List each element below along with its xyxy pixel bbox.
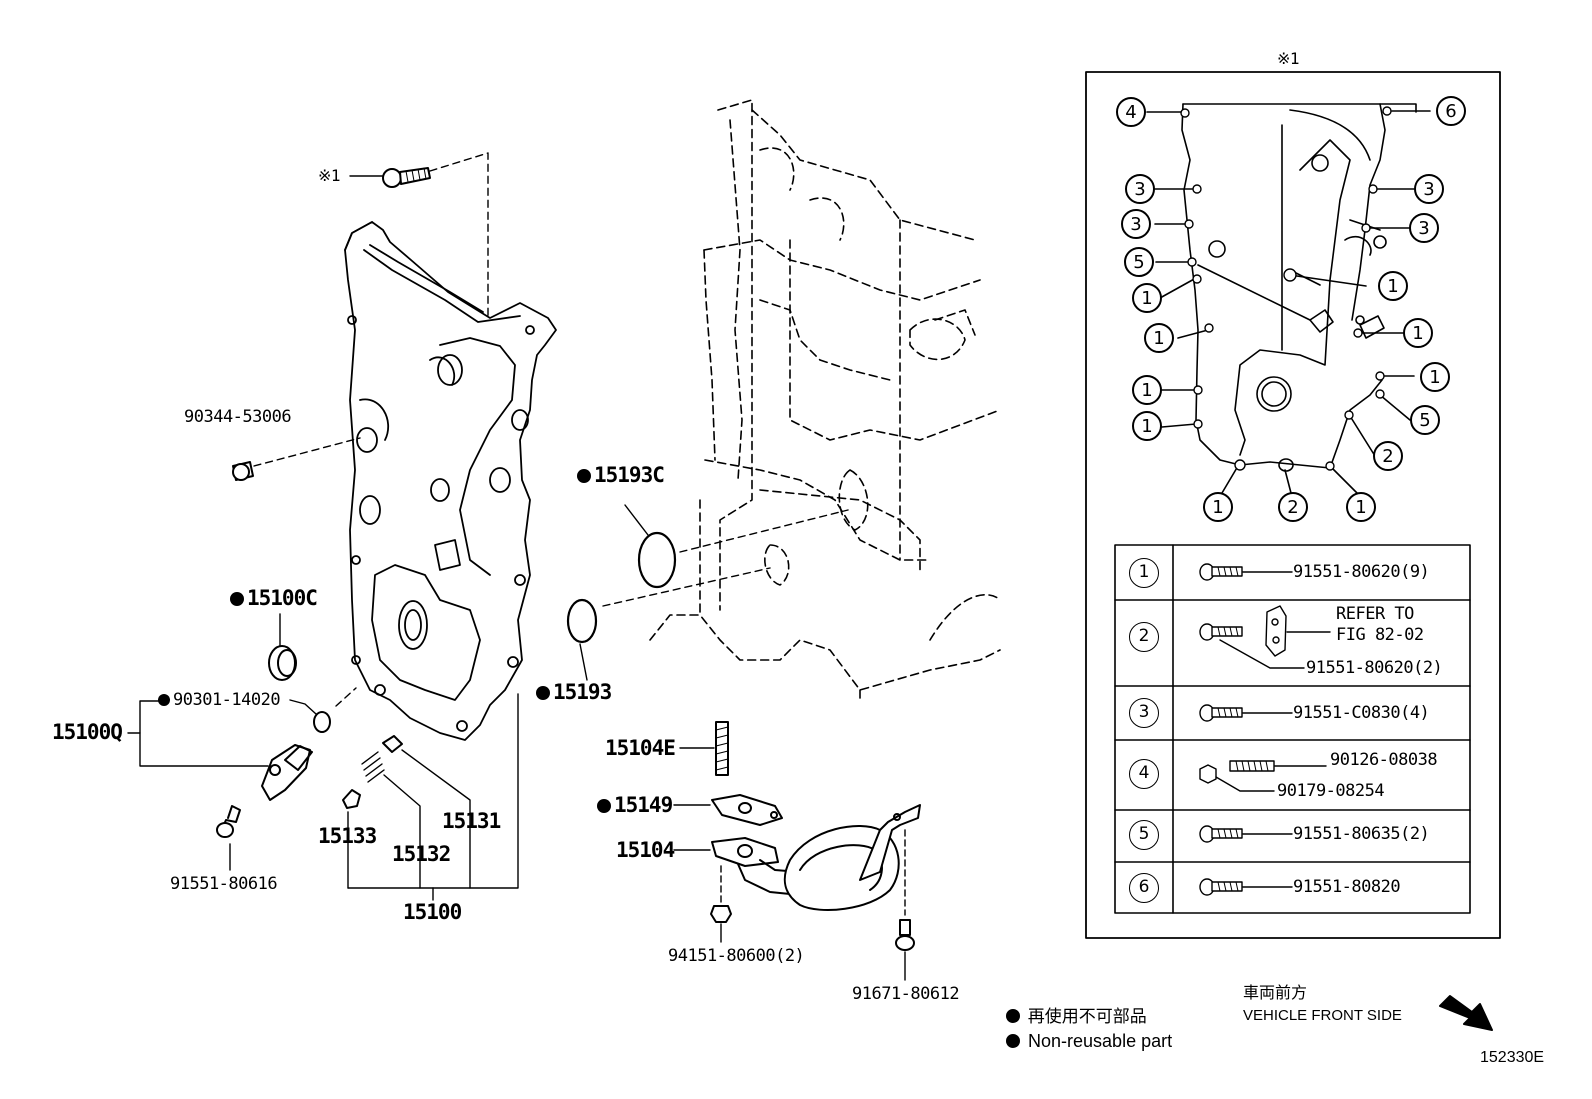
oil-seal-icon — [268, 613, 297, 681]
plug-90344-icon — [232, 437, 361, 481]
callout-1f: 1 — [1420, 362, 1450, 392]
callout-1g: 1 — [1132, 411, 1162, 441]
table-num-3: 3 — [1129, 698, 1159, 728]
callout-1h: 1 — [1203, 492, 1233, 522]
detail-panel-frame — [1085, 71, 1501, 939]
plate-icon — [1265, 605, 1331, 657]
relief-valve-icon — [342, 693, 519, 901]
part-label-90344: 90344-53006 — [184, 407, 292, 427]
part-label-15100q: 15100Q — [52, 720, 123, 744]
non-reusable-dot-icon — [1006, 1034, 1020, 1048]
callout-2a: 2 — [1373, 441, 1403, 471]
front-arrow-icon — [1439, 995, 1493, 1031]
part-label-15193c: 15193C — [577, 465, 665, 486]
detail-cover-outline — [1146, 103, 1431, 495]
gasket-15149-icon — [673, 794, 783, 826]
bolt-91671-icon — [895, 919, 915, 981]
callout-5a: 5 — [1124, 247, 1154, 277]
callout-1a: 1 — [1132, 283, 1162, 313]
part-label-15100: 15100 — [403, 900, 462, 924]
non-reusable-dot-icon — [536, 686, 550, 700]
top-bolt-icon — [349, 167, 431, 188]
seal-leader-1 — [679, 509, 849, 553]
part-label-15100c: 15100C — [230, 588, 318, 609]
table-num-5: 5 — [1129, 820, 1159, 850]
part-label-94151: 94151-80600(2) — [668, 946, 805, 966]
callout-1e: 1 — [1132, 375, 1162, 405]
table-part-4a: 90126-08038 — [1330, 750, 1438, 770]
table-num-6: 6 — [1129, 873, 1159, 903]
table-bolt-icons — [1199, 563, 1331, 896]
seal-leader-2 — [602, 567, 771, 607]
part-label-90301: 90301-14020 — [158, 692, 281, 709]
part-label-91671: 91671-80612 — [852, 984, 960, 1004]
callout-1d: 1 — [1403, 318, 1433, 348]
part-label-15149: 15149 — [597, 795, 673, 816]
oil-strainer-icon — [673, 804, 921, 916]
table-part-2-ref: REFER TO — [1336, 604, 1414, 624]
part-label-15193: 15193 — [536, 682, 612, 703]
table-num-1: 1 — [1129, 558, 1159, 588]
callout-3c: 3 — [1414, 174, 1444, 204]
table-part-2-fig: FIG 82-02 — [1336, 625, 1424, 645]
non-reusable-dot-icon — [230, 592, 244, 606]
table-part-5: 91551-80635(2) — [1293, 824, 1430, 844]
o-ring-15193c-icon — [637, 531, 677, 589]
bracket-15100q — [139, 700, 269, 767]
callout-6: 6 — [1436, 96, 1466, 126]
callout-3d: 3 — [1409, 213, 1439, 243]
part-label-15104e: 15104E — [605, 736, 676, 760]
cam-sensor-icon — [261, 744, 313, 801]
table-num-2: 2 — [1129, 622, 1159, 652]
non-reusable-dot-icon — [577, 469, 591, 483]
note-mark-label: ※1 — [318, 166, 341, 185]
table-num-4: 4 — [1129, 759, 1159, 789]
part-label-91551-80616: 91551-80616 — [170, 874, 278, 894]
table-part-4b: 90179-08254 — [1277, 781, 1385, 801]
part-label-15132: 15132 — [392, 842, 451, 866]
front-label-en: VEHICLE FRONT SIDE — [1243, 1007, 1402, 1024]
nut-94151-icon — [710, 905, 732, 943]
timing-cover-icon — [344, 221, 557, 741]
table-part-2-bolt: 91551-80620(2) — [1306, 658, 1443, 678]
stud-15104e-icon — [679, 721, 729, 776]
part-label-15131: 15131 — [442, 809, 501, 833]
figure-code: 152330E — [1480, 1049, 1545, 1066]
engine-block-outline — [649, 99, 1001, 701]
table-part-1: 91551-80620(9) — [1293, 562, 1430, 582]
front-label-jp: 車両前方 — [1243, 985, 1308, 1002]
parts-table-grid — [1114, 544, 1471, 914]
callout-1b: 1 — [1378, 271, 1408, 301]
bolt-91551-80616-icon — [216, 805, 241, 871]
legend-en: Non-reusable part — [1006, 1032, 1172, 1050]
callout-1c: 1 — [1144, 323, 1174, 353]
callout-4: 4 — [1116, 97, 1146, 127]
bolt-leader — [429, 152, 489, 321]
part-label-15104: 15104 — [616, 838, 675, 862]
non-reusable-dot-icon — [1006, 1009, 1020, 1023]
callout-5b: 5 — [1410, 405, 1440, 435]
part-label-15133: 15133 — [318, 824, 377, 848]
non-reusable-dot-icon — [158, 694, 170, 706]
table-part-3: 91551-C0830(4) — [1293, 703, 1430, 723]
callout-3b: 3 — [1121, 209, 1151, 239]
non-reusable-dot-icon — [597, 799, 611, 813]
o-ring-small-icon — [289, 687, 357, 733]
callout-1i: 1 — [1346, 492, 1376, 522]
o-ring-15193-icon — [566, 598, 598, 644]
callout-3a: 3 — [1125, 174, 1155, 204]
callout-2b: 2 — [1278, 492, 1308, 522]
table-part-6: 91551-80820 — [1293, 877, 1401, 897]
panel-mark-label: ※1 — [1277, 49, 1300, 68]
legend-jp: 再使用不可部品 — [1006, 1008, 1147, 1025]
